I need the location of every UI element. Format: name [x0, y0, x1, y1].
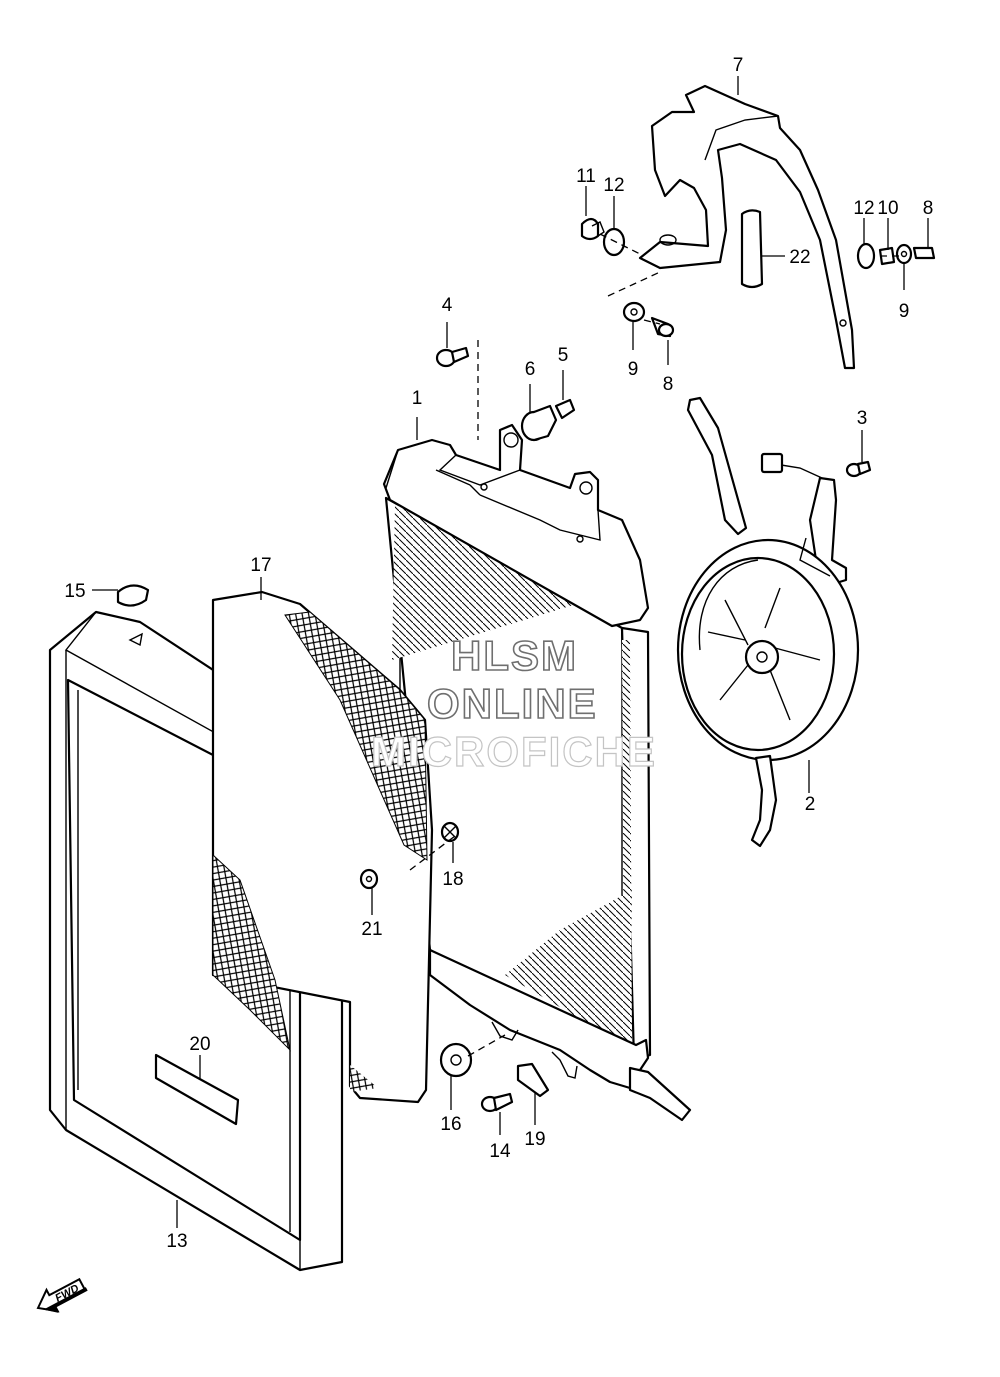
callout-8-lower: 8 [663, 374, 674, 395]
callout-6: 6 [525, 359, 536, 380]
watermark-line-1: HLSM [450, 631, 578, 680]
grommet-15-part[interactable] [116, 584, 150, 607]
grommet-12a-part[interactable] [602, 227, 626, 257]
callout-9-lower: 9 [628, 359, 639, 380]
cushion-6-part[interactable] [520, 404, 558, 442]
callout-17: 17 [250, 555, 271, 576]
nut-19-part[interactable] [516, 1062, 550, 1098]
callout-22: 22 [789, 247, 810, 268]
callout-13: 13 [166, 1231, 187, 1252]
callout-19: 19 [524, 1129, 545, 1150]
bolt-4-part[interactable] [435, 346, 470, 368]
callout-1: 1 [412, 388, 423, 409]
screw-14-part[interactable] [480, 1092, 514, 1113]
callout-15: 15 [64, 581, 85, 602]
callout-2: 2 [805, 794, 816, 815]
callout-11: 11 [576, 166, 596, 187]
callout-20: 20 [189, 1034, 210, 1055]
fan-guard-bracket-part[interactable] [638, 84, 856, 370]
callout-4: 4 [442, 295, 453, 316]
label-plate-part[interactable] [154, 1053, 240, 1126]
washer-9a-part[interactable] [622, 301, 646, 323]
bolt-8b-part[interactable] [912, 246, 936, 260]
bushing-11-part[interactable] [580, 217, 605, 241]
bolt-8a-part[interactable] [650, 316, 675, 338]
watermark-line-3: MICROFICHE [370, 727, 657, 775]
callout-5: 5 [558, 345, 569, 366]
callout-12-left: 12 [603, 175, 624, 196]
leader-lines [92, 76, 929, 1228]
washer-21-part[interactable] [359, 868, 379, 890]
collar-5-part[interactable] [554, 398, 576, 420]
callout-8-right: 8 [923, 198, 934, 219]
callout-14: 14 [489, 1141, 511, 1162]
radiator-part[interactable] [382, 423, 692, 1122]
callout-10: 10 [877, 198, 898, 219]
mesh-screen-part[interactable] [211, 590, 434, 1104]
grommet-12b-part[interactable] [856, 242, 876, 270]
callout-21: 21 [361, 919, 382, 940]
washer-9b-part[interactable] [895, 243, 913, 265]
bolt-3-part[interactable] [845, 460, 872, 478]
callout-3: 3 [857, 408, 868, 429]
clip-18-part[interactable] [440, 821, 460, 843]
callout-16: 16 [440, 1114, 461, 1135]
fan-motor-part[interactable] [676, 396, 860, 848]
callout-9-right: 9 [899, 301, 910, 322]
sleeve-22-part[interactable] [740, 209, 764, 289]
callout-7: 7 [733, 55, 744, 76]
callout-12-right: 12 [853, 198, 874, 219]
watermark-line-2: ONLINE [426, 679, 598, 728]
callout-numbers: 1 2 3 4 5 6 7 8 8 9 9 10 11 12 12 13 14 … [64, 55, 933, 1252]
grommet-16-part[interactable] [439, 1042, 473, 1078]
fwd-direction-arrow: FWD [36, 1277, 88, 1313]
callout-18: 18 [442, 869, 463, 890]
